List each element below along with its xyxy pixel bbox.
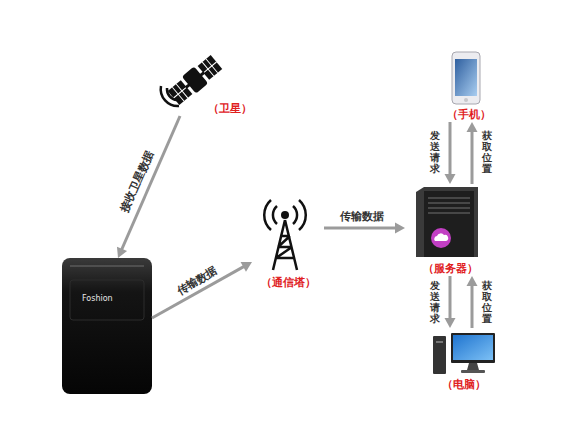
data-arrow bbox=[445, 122, 456, 184]
arrow-line bbox=[471, 131, 474, 184]
monitor-screen bbox=[453, 335, 493, 360]
computer-node: （电脑） bbox=[426, 328, 502, 392]
server-case bbox=[416, 187, 478, 257]
monitor-stand bbox=[467, 363, 479, 370]
device-brand: Foshion bbox=[82, 294, 113, 303]
arrow-head bbox=[445, 174, 456, 184]
arrow-line bbox=[449, 276, 452, 319]
phone-icon bbox=[452, 52, 480, 104]
data-arrow bbox=[117, 116, 180, 258]
device-panel bbox=[70, 280, 144, 320]
data-arrow bbox=[467, 122, 478, 184]
satellite-icon bbox=[161, 54, 224, 107]
pc-drive bbox=[436, 341, 443, 343]
edge-label: 发送请求 bbox=[430, 129, 440, 175]
phone-button bbox=[464, 98, 468, 102]
arrow-head bbox=[395, 223, 405, 234]
edge-label: 获取位置 bbox=[482, 129, 492, 175]
server-slats bbox=[428, 198, 470, 213]
arrow-head bbox=[467, 122, 478, 132]
phone-screen bbox=[455, 59, 477, 96]
cloud-badge bbox=[431, 228, 451, 248]
monitor-base bbox=[461, 370, 485, 373]
arrow-head bbox=[467, 276, 478, 286]
data-arrow bbox=[152, 262, 252, 318]
tower-mast bbox=[273, 220, 297, 270]
satellite-node: （卫星） bbox=[162, 52, 252, 116]
tower-node: （通信塔） bbox=[252, 198, 324, 290]
signal-wave bbox=[167, 88, 177, 100]
cloud-shape bbox=[434, 233, 448, 241]
data-arrow bbox=[324, 223, 405, 234]
server-front bbox=[424, 191, 474, 257]
satellite-body bbox=[166, 54, 223, 107]
panel-grid bbox=[168, 55, 222, 105]
tower-icon bbox=[264, 200, 306, 270]
edge-label: 传输数据 bbox=[339, 210, 385, 223]
tower-waves bbox=[264, 200, 306, 230]
arrow-head bbox=[117, 247, 127, 258]
gps-device bbox=[62, 258, 152, 394]
arrow-head bbox=[241, 262, 252, 272]
server-node: （服务器） bbox=[405, 184, 495, 276]
computer-icon bbox=[433, 333, 495, 374]
device-node: Foshion bbox=[62, 258, 152, 394]
phone-node: （手机） bbox=[432, 50, 506, 122]
pc-tower bbox=[433, 336, 446, 374]
node-caption: （电脑） bbox=[442, 378, 486, 392]
arrow-head bbox=[445, 318, 456, 328]
edge-label: 获取位置 bbox=[482, 279, 492, 325]
satellite-core bbox=[182, 66, 208, 93]
node-caption: （通信塔） bbox=[261, 276, 316, 290]
signal-wave bbox=[161, 86, 179, 106]
edge-label: 发送请求 bbox=[430, 279, 440, 325]
phone-body bbox=[452, 52, 480, 104]
tower-top bbox=[281, 211, 289, 219]
node-caption: （服务器） bbox=[423, 262, 478, 276]
server-icon bbox=[416, 187, 478, 257]
device-highlight bbox=[70, 265, 144, 267]
arrow-line bbox=[324, 227, 396, 230]
node-caption: （手机） bbox=[447, 108, 491, 122]
device-body bbox=[62, 258, 152, 394]
monitor-frame bbox=[451, 333, 495, 363]
arrow-line bbox=[449, 122, 452, 175]
data-arrow bbox=[467, 276, 478, 328]
node-caption: （卫星） bbox=[208, 102, 252, 116]
arrow-line bbox=[471, 285, 474, 328]
data-arrow bbox=[445, 276, 456, 328]
